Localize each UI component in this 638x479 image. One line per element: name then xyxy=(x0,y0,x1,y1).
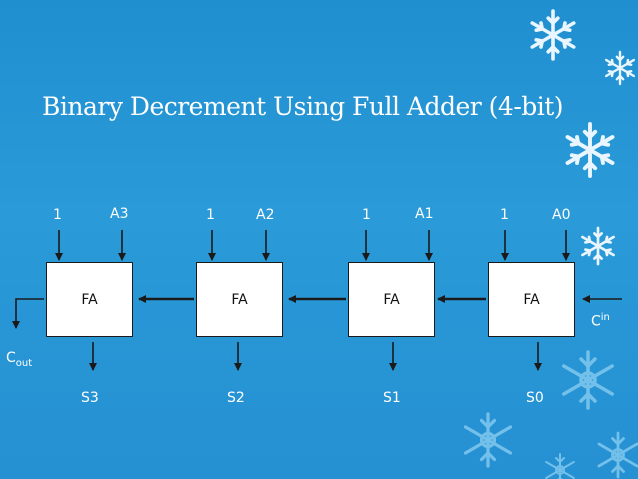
full-adder-block-3: FA xyxy=(348,262,435,337)
full-adder-block-4: FA xyxy=(488,262,575,337)
full-adder-block-2: FA xyxy=(196,262,283,337)
input-label-1-block-4: 1 xyxy=(500,207,509,223)
input-label-1-block-1: 1 xyxy=(53,207,62,223)
input-label-a-block-1: A3 xyxy=(110,206,129,222)
input-label-1-block-2: 1 xyxy=(206,207,215,223)
full-adder-label: FA xyxy=(383,291,400,308)
input-label-a-block-3: A1 xyxy=(415,206,434,222)
input-label-a-block-2: A2 xyxy=(256,207,275,223)
full-adder-label: FA xyxy=(231,291,248,308)
slide-title: Binary Decrement Using Full Adder (4-bit… xyxy=(42,92,564,121)
sum-label-block-1: S3 xyxy=(81,390,99,406)
sum-label-block-4: S0 xyxy=(526,390,544,406)
sum-label-block-3: S1 xyxy=(383,390,401,406)
carry-out-label: Cout xyxy=(6,350,33,369)
input-label-1-block-3: 1 xyxy=(362,207,371,223)
full-adder-label: FA xyxy=(81,291,98,308)
carry-in-label: Cin xyxy=(591,312,610,330)
input-label-a-block-4: A0 xyxy=(552,207,571,223)
full-adder-label: FA xyxy=(523,291,540,308)
carry-out-arrow xyxy=(12,298,44,329)
sum-label-block-2: S2 xyxy=(227,390,245,406)
full-adder-block-1: FA xyxy=(46,262,133,337)
